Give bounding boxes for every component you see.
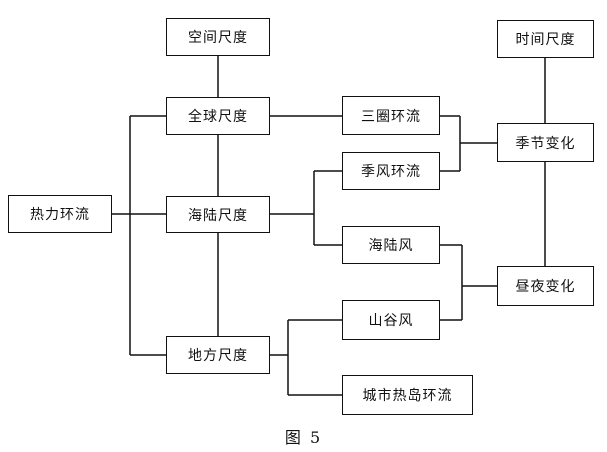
- node-three-cell-circulation: 三圈环流: [342, 96, 440, 135]
- node-valley-breeze: 山谷风: [342, 300, 440, 340]
- node-diurnal-change: 昼夜变化: [497, 266, 594, 306]
- node-sea-land-scale: 海陆尺度: [166, 196, 270, 233]
- node-seasonal-change: 季节变化: [497, 123, 594, 162]
- node-urban-heat-island: 城市热岛环流: [342, 375, 473, 415]
- node-monsoon-circulation: 季风环流: [342, 152, 440, 190]
- node-temporal-scale: 时间尺度: [497, 20, 594, 58]
- node-local-scale: 地方尺度: [166, 336, 270, 374]
- node-sea-land-breeze: 海陆风: [342, 226, 440, 264]
- node-global-scale: 全球尺度: [166, 97, 270, 135]
- node-spatial-scale: 空间尺度: [166, 18, 270, 56]
- figure-caption: 图 5: [284, 428, 323, 447]
- node-thermal-circulation: 热力环流: [8, 195, 112, 233]
